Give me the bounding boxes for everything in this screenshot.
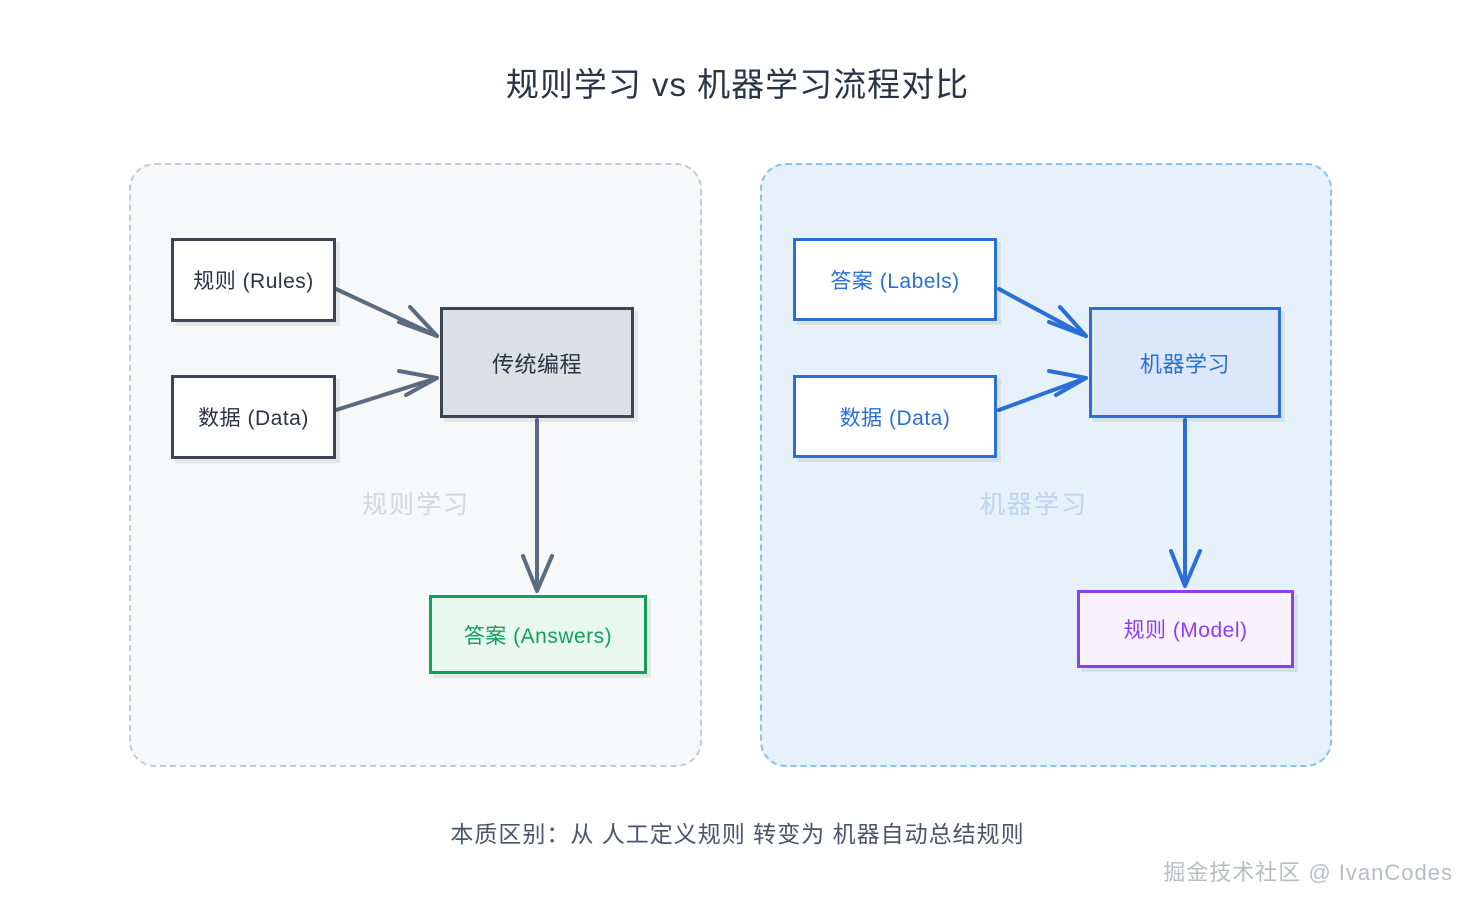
page-title: 规则学习 vs 机器学习流程对比 [505, 66, 970, 103]
node-machine-learning[interactable]: 机器学习 [1089, 307, 1281, 418]
node-labels[interactable]: 答案 (Labels) [793, 238, 997, 321]
node-data-left[interactable]: 数据 (Data) [171, 375, 336, 459]
panel-rule-learning-watermark: 规则学习 [362, 491, 471, 519]
node-data-right[interactable]: 数据 (Data) [793, 375, 997, 458]
credit-watermark: 掘金技术社区 @ IvanCodes [1163, 860, 1453, 885]
footer-note: 本质区别：从 人工定义规则 转变为 机器自动总结规则 [450, 821, 1025, 847]
panel-machine-learning-watermark: 机器学习 [980, 491, 1089, 519]
node-traditional-programming[interactable]: 传统编程 [440, 307, 634, 418]
node-answers[interactable]: 答案 (Answers) [429, 595, 647, 674]
node-model[interactable]: 规则 (Model) [1077, 590, 1294, 668]
node-rules[interactable]: 规则 (Rules) [171, 238, 336, 322]
